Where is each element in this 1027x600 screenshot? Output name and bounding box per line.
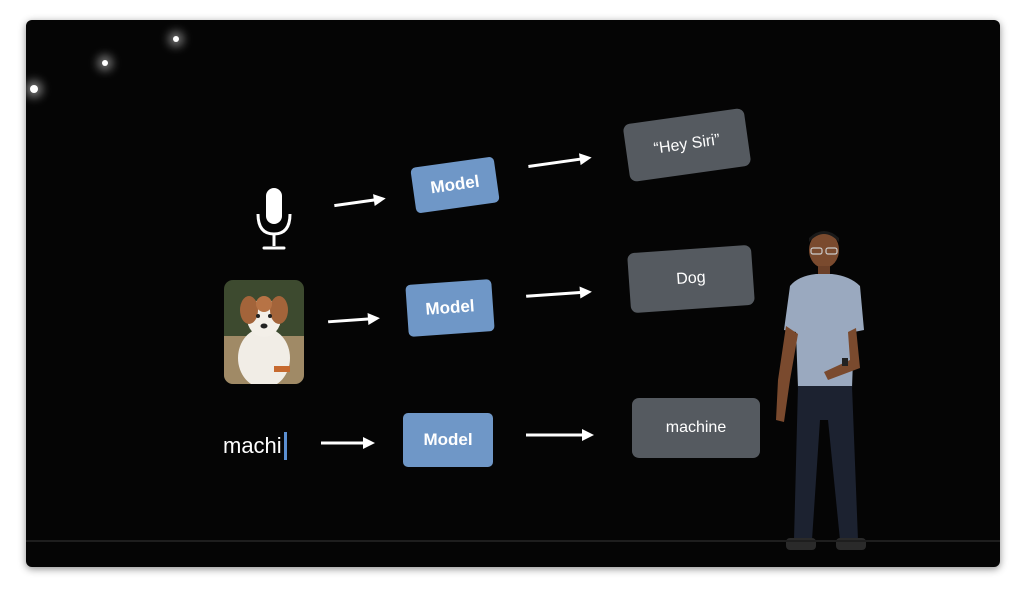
stage-light <box>102 60 108 66</box>
output-box-machine: machine <box>632 398 760 458</box>
stage-light <box>173 36 179 42</box>
output-box-dog: Dog <box>627 244 755 314</box>
text-cursor <box>283 432 287 460</box>
dog-photo <box>224 280 304 384</box>
model-box: Model <box>403 413 493 467</box>
arrow-icon <box>528 153 592 168</box>
arrow-icon <box>321 437 375 449</box>
stage-floor <box>26 540 1000 542</box>
keynote-stage-frame: Model “Hey Siri” Model Dog machi Mod <box>26 20 1000 567</box>
model-box: Model <box>405 279 495 337</box>
presenter-figure <box>776 231 866 550</box>
arrow-icon <box>525 286 592 299</box>
stage-light <box>30 85 38 93</box>
model-box: Model <box>410 156 500 214</box>
arrow-icon <box>526 429 594 441</box>
typed-text-input: machi <box>223 432 287 460</box>
output-box-hey-siri: “Hey Siri” <box>622 107 752 183</box>
typed-text: machi <box>223 433 282 458</box>
arrow-icon <box>334 194 386 208</box>
arrow-icon <box>327 313 380 326</box>
microphone-icon <box>256 188 292 250</box>
